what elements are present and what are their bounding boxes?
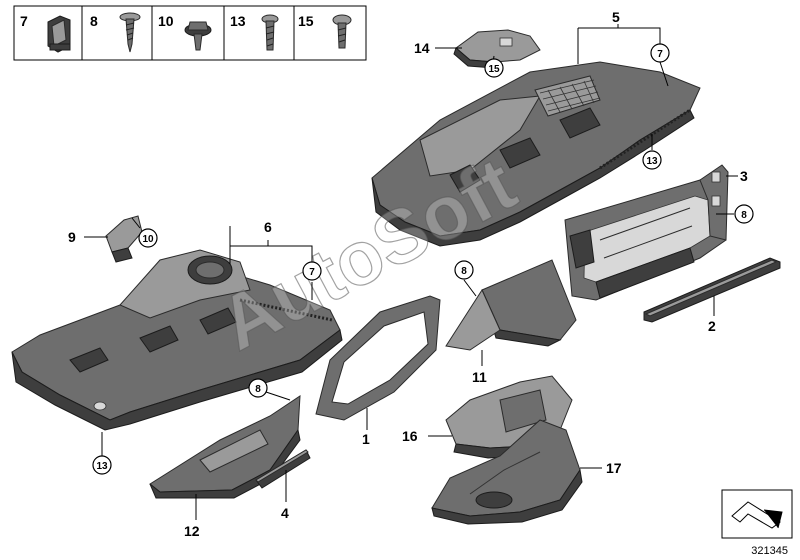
part-12-lower-trim[interactable] bbox=[149, 395, 301, 499]
legend-item-10[interactable]: 10 bbox=[158, 13, 212, 51]
legend-item-7[interactable]: 7 bbox=[20, 13, 71, 53]
legend-number: 15 bbox=[298, 13, 314, 29]
document-number: 321345 bbox=[751, 545, 788, 557]
part-1-bezel[interactable] bbox=[315, 295, 441, 421]
part-2-trim-strip[interactable] bbox=[643, 257, 781, 323]
circled-callout-13-upper[interactable]: 13 bbox=[642, 150, 662, 170]
svg-text:8: 8 bbox=[741, 210, 747, 221]
part-5-upper-panel[interactable] bbox=[371, 61, 701, 247]
part-14-bracket[interactable] bbox=[453, 29, 541, 69]
legend-item-13[interactable]: 13 bbox=[230, 13, 279, 51]
svg-text:7: 7 bbox=[309, 267, 315, 278]
svg-text:13: 13 bbox=[646, 156, 658, 167]
callout-2: 2 bbox=[708, 318, 716, 334]
circled-callout-8-right[interactable]: 8 bbox=[734, 204, 754, 224]
legend-number: 10 bbox=[158, 13, 174, 29]
legend-number: 7 bbox=[20, 13, 28, 29]
callout-4: 4 bbox=[281, 505, 289, 521]
svg-text:8: 8 bbox=[461, 266, 467, 277]
circled-callouts: 7 15 13 8 7 10 8 8 bbox=[92, 43, 754, 475]
part-6-lower-panel[interactable] bbox=[11, 249, 343, 431]
collar-screw-icon bbox=[184, 21, 212, 51]
circled-callout-10[interactable]: 10 bbox=[138, 228, 158, 248]
callout-9: 9 bbox=[68, 229, 76, 245]
fastener-legend: 7 8 10 13 bbox=[13, 5, 367, 61]
callout-leaders bbox=[84, 24, 738, 520]
circled-callout-13-lower[interactable]: 13 bbox=[92, 455, 112, 475]
part-3-frame[interactable] bbox=[564, 164, 729, 301]
svg-text:8: 8 bbox=[255, 384, 261, 395]
callout-6: 6 bbox=[264, 219, 272, 235]
circled-callout-8-center[interactable]: 8 bbox=[454, 260, 474, 280]
callout-17: 17 bbox=[606, 460, 622, 476]
svg-text:7: 7 bbox=[657, 49, 663, 60]
orientation-arrow-icon bbox=[731, 501, 783, 529]
circled-callout-8-lower[interactable]: 8 bbox=[248, 378, 268, 398]
circled-callout-15[interactable]: 15 bbox=[484, 58, 504, 78]
flat-head-screw-icon bbox=[332, 14, 352, 49]
legend-number: 8 bbox=[90, 13, 98, 29]
legend-number: 13 bbox=[230, 13, 246, 29]
legend-item-8[interactable]: 8 bbox=[90, 12, 141, 53]
part-4-strip[interactable] bbox=[255, 449, 311, 489]
callout-1: 1 bbox=[362, 431, 370, 447]
callout-11: 11 bbox=[472, 369, 487, 385]
part-9-clip[interactable] bbox=[105, 215, 143, 263]
callout-5: 5 bbox=[612, 9, 620, 25]
part-17-console-housing[interactable] bbox=[431, 419, 583, 525]
tapping-screw-icon bbox=[119, 12, 141, 53]
vent-grid bbox=[534, 75, 601, 117]
screw-icon bbox=[261, 14, 279, 51]
callout-12: 12 bbox=[184, 523, 200, 539]
orientation-box bbox=[721, 489, 793, 539]
callout-labels: 5 14 3 2 6 9 11 1 12 4 16 17 bbox=[68, 9, 748, 539]
callout-14: 14 bbox=[414, 40, 430, 56]
circled-callout-7-lower[interactable]: 7 bbox=[302, 261, 322, 281]
part-11-console-side[interactable] bbox=[445, 259, 577, 351]
callout-3: 3 bbox=[740, 168, 748, 184]
circled-callout-7-upper[interactable]: 7 bbox=[650, 43, 670, 63]
svg-text:10: 10 bbox=[142, 234, 154, 245]
callout-16: 16 bbox=[402, 428, 418, 444]
legend-item-15[interactable]: 15 bbox=[298, 13, 352, 49]
clip-nut-icon bbox=[47, 15, 71, 53]
svg-text:15: 15 bbox=[488, 64, 500, 75]
svg-text:13: 13 bbox=[96, 461, 108, 472]
